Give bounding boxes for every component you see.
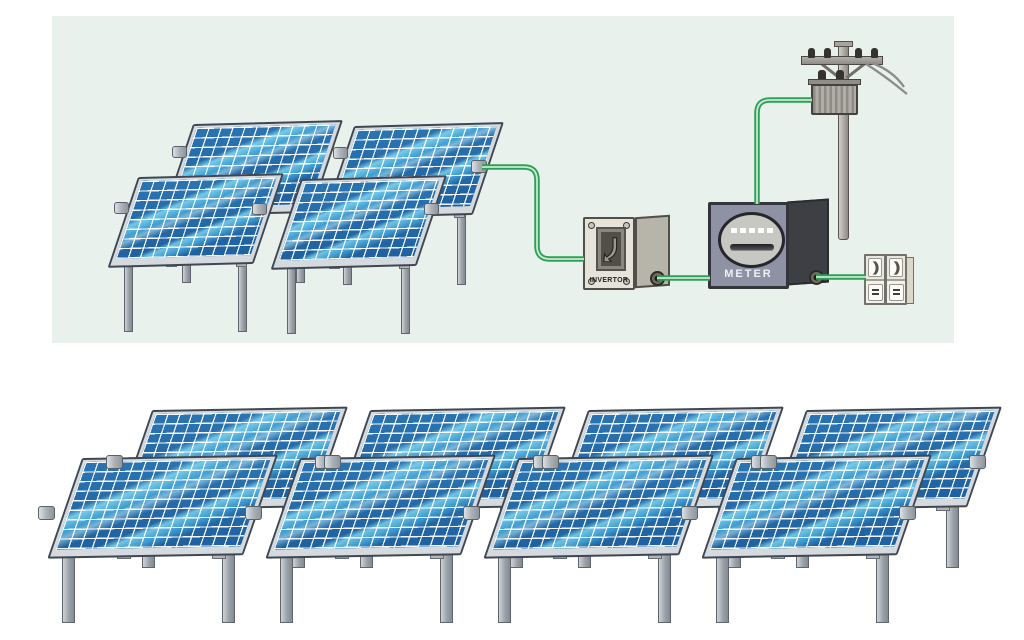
crossarm — [801, 56, 883, 65]
solar-panel — [265, 454, 496, 559]
pole-cap — [834, 41, 853, 47]
meter-front: METER — [708, 202, 789, 289]
panel-connector-nub — [252, 203, 267, 215]
panel-wire-connector — [471, 160, 487, 173]
outlet-column — [864, 254, 886, 305]
outlet-column — [885, 254, 907, 305]
screw-icon — [588, 278, 595, 285]
meter-digit-cell — [757, 228, 764, 233]
panel-connector-nub — [114, 202, 129, 214]
meter-dial — [718, 212, 785, 268]
transformer — [811, 84, 858, 115]
meter-digit-cell — [730, 228, 737, 233]
panel-connector-nub — [106, 455, 123, 469]
solar-panel — [483, 454, 714, 559]
solar-panel — [47, 454, 278, 559]
meter-digit-cell — [748, 228, 755, 233]
rocker-plate — [868, 258, 882, 277]
panel-connector-nub — [681, 506, 698, 520]
solar-cells — [278, 179, 440, 261]
meter-digit-cell — [766, 228, 773, 233]
solar-cells — [115, 177, 277, 259]
panel-connector-nub — [542, 455, 559, 469]
insulator — [871, 48, 878, 58]
inverter-output-connector — [650, 271, 665, 286]
panel-connector-nub — [245, 506, 262, 520]
panel-connector-nub — [463, 506, 480, 520]
meter-output-connector — [809, 270, 824, 285]
rocker-plate — [889, 258, 903, 277]
screw-icon — [623, 278, 630, 285]
meter-digit-cell — [739, 228, 746, 233]
rocker-switch — [866, 256, 884, 281]
socket-slot — [892, 288, 900, 291]
rocker-switch — [887, 256, 905, 281]
insulator — [808, 48, 815, 58]
socket-plate — [888, 283, 904, 301]
solar-cells — [491, 458, 707, 550]
meter-digits — [721, 228, 782, 233]
power-socket — [866, 281, 884, 303]
socket-slot — [871, 288, 879, 291]
panel-connector-nub — [333, 147, 348, 159]
meter-lens-slot — [729, 244, 774, 250]
panel-connector-nub — [324, 455, 341, 469]
panel-connector-nub — [899, 506, 916, 520]
power-socket — [887, 281, 905, 303]
solar-cells — [273, 458, 489, 550]
rocker-icon — [872, 260, 879, 275]
socket-slot — [892, 293, 900, 296]
transformer-bushing — [818, 70, 826, 80]
solar-panel — [701, 454, 932, 559]
insulator — [855, 48, 862, 58]
panel-connector-nub — [760, 455, 777, 469]
solar-cells — [55, 458, 271, 550]
insulator — [824, 48, 831, 58]
panel-connector-nub — [969, 455, 986, 469]
socket-plate — [867, 283, 883, 301]
meter-label: METER — [724, 268, 773, 280]
panel-connector-nub — [424, 203, 439, 215]
screw-icon — [623, 222, 630, 229]
inverter-label: INVERTOR — [589, 277, 629, 284]
inverter-display-window — [596, 227, 626, 271]
panel-connector-nub — [38, 506, 55, 520]
socket-slot — [871, 293, 879, 296]
transformer-bushing — [836, 70, 844, 80]
rocker-icon — [893, 260, 900, 275]
arrow-icon — [601, 232, 621, 266]
inverter-front: INVERTOR — [583, 217, 635, 290]
solar-cells — [709, 458, 925, 550]
screw-icon — [588, 222, 595, 229]
panel-connector-nub — [172, 146, 187, 158]
